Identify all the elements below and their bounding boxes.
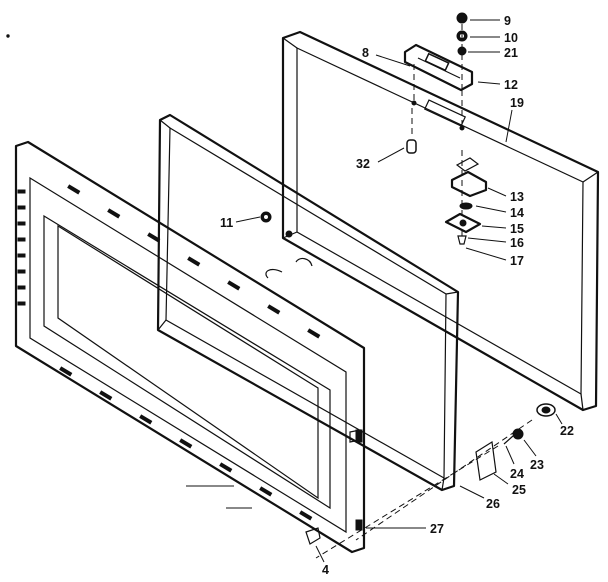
bottom-hardware [305,403,556,559]
screw-11 [260,211,272,223]
callout-13: 13 [510,190,524,204]
callout-numbers: 9 10 21 8 12 19 32 13 14 11 15 16 17 22 … [220,14,574,577]
callout-16: 16 [510,236,524,250]
callout-14: 14 [510,206,524,220]
callout-9: 9 [504,14,511,28]
latch-stack [444,150,488,245]
callout-19: 19 [510,96,524,110]
outer-door-panel [281,30,600,412]
inner-door-liner [14,140,366,554]
callout-10: 10 [504,31,518,45]
middle-frame [156,113,460,492]
callout-24: 24 [510,467,524,481]
callout-17: 17 [510,254,524,268]
latch-hardware [403,12,474,131]
pin-32 [406,108,417,154]
callout-8: 8 [362,46,369,60]
callout-21: 21 [504,46,518,60]
callout-11: 11 [220,216,233,230]
callout-15: 15 [510,222,524,236]
liner-slots-bottom [59,366,313,521]
callout-26: 26 [486,497,500,511]
liner-slots-left [17,189,26,306]
callout-22: 22 [560,424,574,438]
callout-27: 27 [430,522,444,536]
callout-4: 4 [322,563,329,577]
leader-lines [235,19,563,563]
callout-25: 25 [512,483,526,497]
liner-slots-top [67,184,321,339]
scan-marks [6,34,252,509]
callout-32: 32 [356,157,370,171]
callout-12: 12 [504,78,518,92]
callout-23: 23 [530,458,544,472]
